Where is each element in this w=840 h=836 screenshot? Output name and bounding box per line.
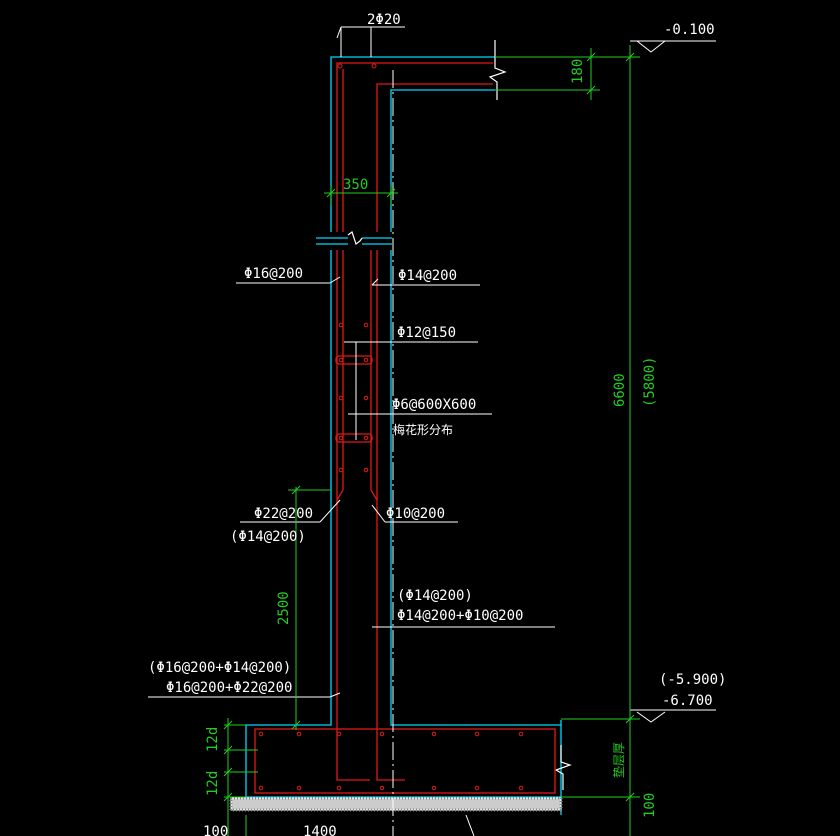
cushion-thickness-dim: 100 — [642, 793, 658, 818]
wall-thickness-dim: 350 — [343, 177, 368, 193]
rebar-label-right-3a: (Φ14@200) — [397, 588, 473, 604]
rebar-label-left-3a: (Φ16@200+Φ14@200) — [148, 660, 291, 676]
break-symbols — [347, 40, 572, 790]
anchor-dim-2: 12d — [205, 771, 221, 796]
rebar-dots — [258, 63, 524, 791]
anchor-dim-1: 12d — [205, 727, 221, 752]
rebar-label-left-2a: Φ22@200 — [254, 506, 313, 522]
stirrup-note: 梅花形分布 — [393, 422, 453, 437]
bottom-dim-1400: 1400 — [303, 824, 337, 836]
rebar-label-right-1: Φ14@200 — [398, 268, 457, 284]
rebar-label-left-3b: Φ16@200+Φ22@200 — [166, 680, 292, 696]
slab-thickness-dim: 180 — [570, 59, 586, 84]
rebar-label-right-3b: Φ14@200+Φ10@200 — [397, 608, 523, 624]
rebar — [254, 62, 556, 794]
aux-lines — [336, 26, 716, 836]
alt-elevation-label: (-5.900) — [659, 672, 726, 688]
bottom-dim-100: 100 — [203, 824, 228, 836]
top-bar-label: 2Φ20 — [367, 12, 401, 28]
leaders — [148, 276, 555, 698]
rebar-label-left-2b: (Φ14@200) — [230, 529, 306, 545]
rebar-label-left-1: Φ16@200 — [244, 266, 303, 282]
height-total-dim: 6600 — [612, 373, 628, 407]
dimensions — [223, 45, 640, 836]
cushion-label: 垫层厚 — [611, 742, 626, 778]
height-alt-dim: (5800) — [642, 356, 658, 407]
bottom-elevation-label: -6.700 — [662, 693, 713, 709]
top-elevation-label: -0.100 — [664, 22, 715, 38]
cushion-layer — [229, 796, 563, 812]
tie-bar-label: Φ12@150 — [397, 325, 456, 341]
lap-length-dim: 2500 — [276, 591, 292, 625]
stirrup-label: Φ6@600X600 — [392, 397, 476, 413]
rebar-label-right-2: Φ10@200 — [386, 506, 445, 522]
